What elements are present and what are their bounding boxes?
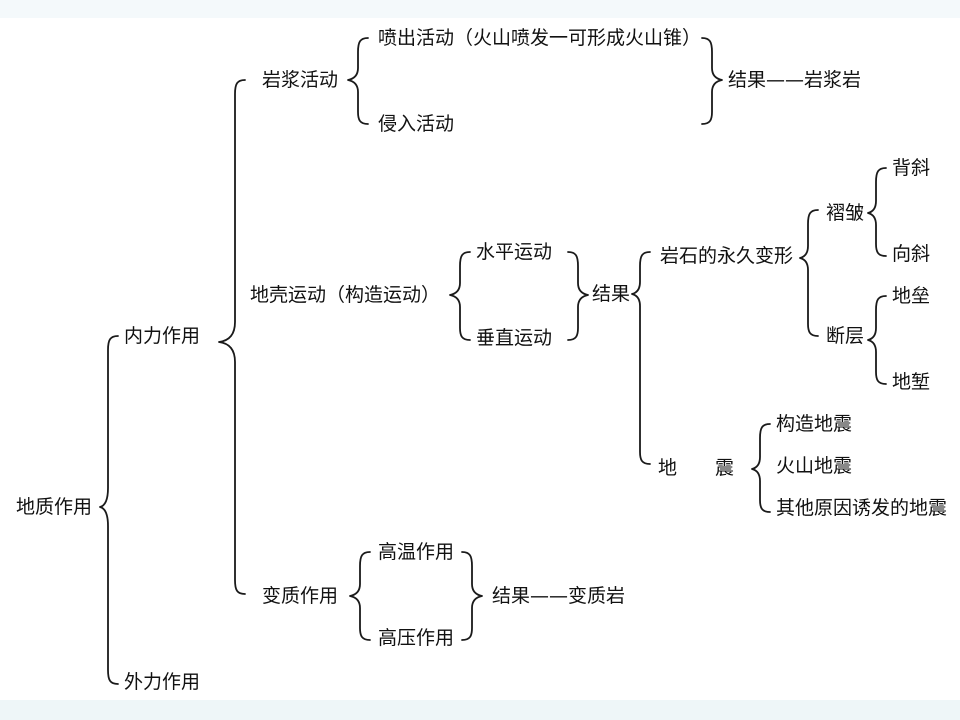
- node-magma-activity: 岩浆活动: [262, 69, 339, 91]
- node-meta-result: 结果——变质岩: [492, 585, 626, 607]
- brace-magma-result: [701, 37, 723, 125]
- brace-fault: [867, 295, 887, 385]
- node-geological-process: 地质作用: [16, 496, 93, 518]
- brace-meta-result: [461, 551, 483, 641]
- node-fold: 褶皱: [826, 202, 865, 224]
- node-horst: 地垒: [892, 285, 931, 307]
- node-intrusion: 侵入活动: [378, 113, 455, 135]
- node-volcanic-earthquake: 火山地震: [776, 455, 853, 477]
- node-external-force: 外力作用: [124, 671, 201, 693]
- node-eruption: 喷出活动（火山喷发一可形成火山锥）: [378, 27, 702, 49]
- node-anticline: 背斜: [892, 157, 931, 179]
- brace-crust: [449, 251, 471, 341]
- brace-fold: [867, 167, 887, 257]
- node-other-earthquake: 其他原因诱发的地震: [776, 497, 948, 519]
- node-vertical-movement: 垂直运动: [476, 327, 553, 349]
- top-band: [0, 0, 960, 18]
- brace-meta: [349, 551, 371, 641]
- node-earthquake: 地 震: [658, 457, 735, 479]
- node-metamorphism: 变质作用: [262, 585, 339, 607]
- brace-magma: [347, 37, 369, 125]
- brace-root: [99, 335, 119, 685]
- node-tectonic-earthquake: 构造地震: [776, 413, 853, 435]
- node-horizontal-movement: 水平运动: [476, 241, 553, 263]
- node-high-pressure: 高压作用: [378, 627, 455, 649]
- node-magma-result: 结果——岩浆岩: [728, 69, 862, 91]
- brace-result: [631, 251, 651, 465]
- node-high-temperature: 高温作用: [378, 541, 455, 563]
- node-crust-result: 结果: [592, 283, 631, 305]
- node-rock-deformation: 岩石的永久变形: [660, 245, 794, 267]
- node-syncline: 向斜: [892, 243, 931, 265]
- brace-quake: [751, 423, 771, 513]
- node-internal-force: 内力作用: [124, 325, 201, 347]
- brace-deformation: [799, 209, 819, 337]
- bottom-band: [0, 700, 960, 720]
- brace-crust-close: [567, 251, 589, 341]
- node-fault: 断层: [826, 325, 865, 347]
- node-graben: 地堑: [892, 371, 931, 393]
- node-crust-movement: 地壳运动（构造运动）: [250, 284, 441, 306]
- brace-inner: [218, 79, 246, 595]
